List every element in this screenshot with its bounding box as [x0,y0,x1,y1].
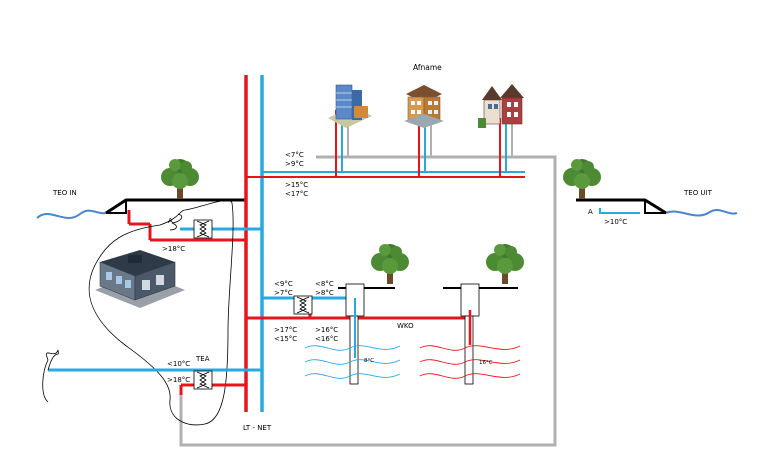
lt-net-label: LT - NET [243,424,272,432]
office-building-icon [328,84,372,128]
tea-label: TEA [195,355,210,363]
temp-hx-lt15: <15°C [274,335,297,343]
tree-icon [371,244,409,284]
temp-top-lt7: <7°C [285,151,304,159]
tree-icon [161,159,199,199]
wko-label: WKO [397,322,414,330]
squiggle-left-bottom [42,349,59,403]
tree-icon [563,159,601,199]
water-right [665,209,738,217]
teo-in-label: TEO IN [52,189,77,197]
temp-hx-lt8: <8°C [315,280,334,288]
temp-hx-lt9: <9°C [274,280,293,288]
apartment-building-icon [404,85,444,128]
heat-exchanger-icon [193,219,213,239]
wko-warm-waves [419,345,521,379]
factory-building-icon [95,250,185,308]
temp-hx-lt16: <16°C [315,335,338,343]
teo-uit-cold-pipe [599,208,640,214]
wko-cold-well [345,283,365,385]
water-left [36,209,107,219]
teo-uit-structure [576,198,667,215]
boundary-outline [88,200,234,426]
temp-tea-top-gt18: >18°C [162,245,185,253]
afname-label: Afname [413,63,442,72]
tea-bottom-piping [48,368,262,395]
teo-uit-label: TEO UIT [683,189,713,197]
wko-cold-waves [304,345,401,379]
heat-exchanger-icon [293,295,313,315]
grey-return-loop [179,155,557,447]
temp-right-gt10: >10°C [604,218,627,226]
temp-wko-warm: 16°C [479,360,493,366]
temp-tea-lt10: <10°C [167,360,190,368]
temp-wko-cold: 8°C [364,358,374,364]
temp-top-lt17: <17°C [285,190,308,198]
a-left-label: A [168,217,173,225]
squiggle-a [169,213,183,231]
temp-top-gt9: >9°C [285,160,304,168]
house-icon [478,84,524,128]
a-right-label: A [588,208,593,216]
temp-hx-gt8: >8°C [315,289,334,297]
tree-icon [486,244,524,284]
heat-exchanger-icon [193,370,213,390]
temp-tea-bot-gt18: >18°C [167,376,190,384]
teo-in-structure [105,198,246,215]
temp-hx-gt16: >16°C [315,326,338,334]
temp-hx-gt17: >17°C [274,326,297,334]
wko-warm-well [460,283,480,385]
temp-top-gt15: >15°C [285,181,308,189]
temp-hx-gt7: >7°C [274,289,293,297]
